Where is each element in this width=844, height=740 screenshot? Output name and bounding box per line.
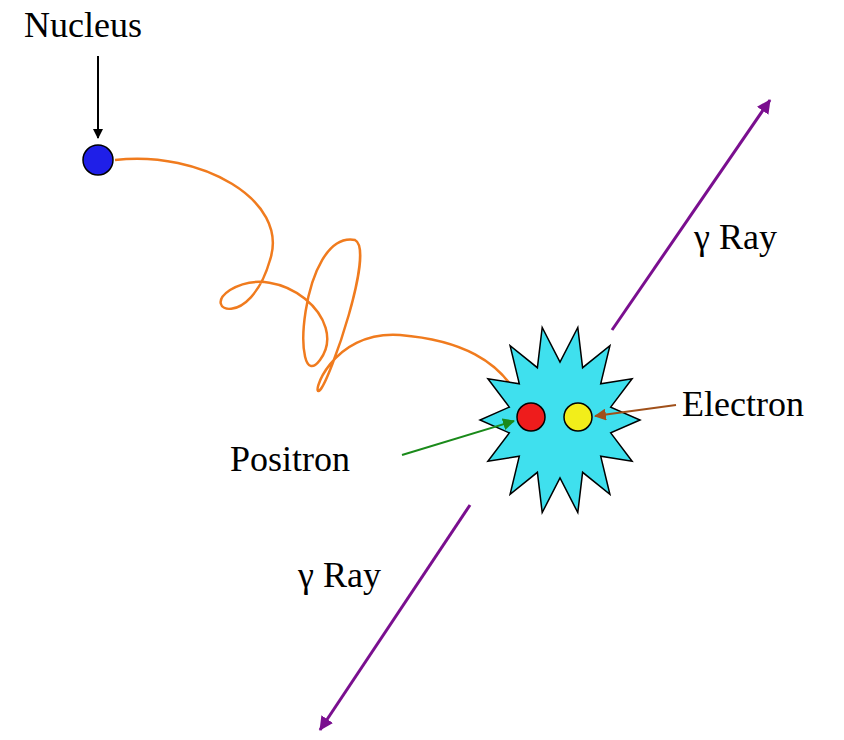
gamma-ray-label: γ Ray xyxy=(692,218,779,258)
leader-arrow xyxy=(595,405,676,416)
positron-path xyxy=(115,159,520,400)
nucleus-dot xyxy=(83,145,113,175)
nucleus-label: Nucleus xyxy=(22,6,144,46)
gamma-ray-arrow xyxy=(320,505,470,730)
gamma-ray-label: γ Ray xyxy=(296,556,383,596)
electron-label: Electron xyxy=(680,385,806,425)
leader-arrow xyxy=(402,421,514,455)
electron-dot xyxy=(564,403,592,431)
gamma-ray-arrow xyxy=(612,100,770,330)
annihilation-burst xyxy=(480,327,640,512)
positron-dot xyxy=(517,403,545,431)
positron-label: Positron xyxy=(228,440,352,480)
leader-arrow xyxy=(97,56,99,138)
